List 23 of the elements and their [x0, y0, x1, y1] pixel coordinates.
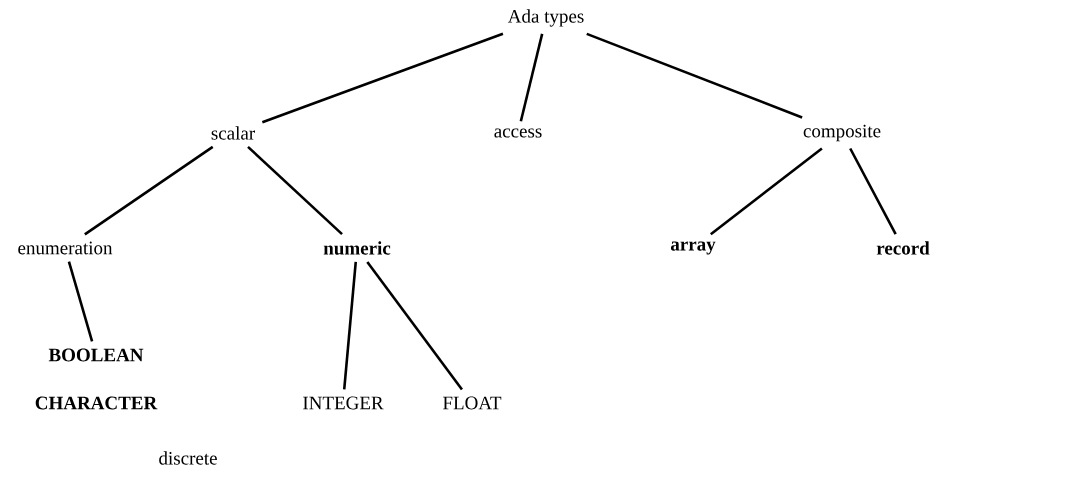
- tree-line: [586, 32, 803, 119]
- type-label: FLOAT: [443, 396, 502, 410]
- tree-line: [261, 32, 504, 124]
- type-label: BOOLEAN: [48, 348, 144, 362]
- type-label: CHARACTER: [35, 396, 158, 410]
- type-label: INTEGER: [303, 396, 384, 410]
- type-label: scalar: [211, 126, 255, 140]
- type-label: array: [670, 241, 716, 255]
- tree-line: [710, 147, 823, 236]
- tree-line: [84, 145, 214, 236]
- type-label: access: [494, 128, 542, 138]
- group-label: discrete: [159, 451, 217, 465]
- type-label: composite: [803, 124, 881, 142]
- type-label: enumeration: [18, 241, 113, 255]
- tree-line: [247, 145, 343, 236]
- type-label: Ada types: [507, 9, 584, 27]
- tree-line: [342, 261, 358, 390]
- tree-line: [67, 261, 94, 342]
- tree-line: [519, 33, 544, 122]
- tree-line: [849, 147, 897, 235]
- type-label: record: [876, 241, 930, 255]
- tree-line: [366, 261, 463, 391]
- type-label: numeric: [323, 241, 391, 255]
